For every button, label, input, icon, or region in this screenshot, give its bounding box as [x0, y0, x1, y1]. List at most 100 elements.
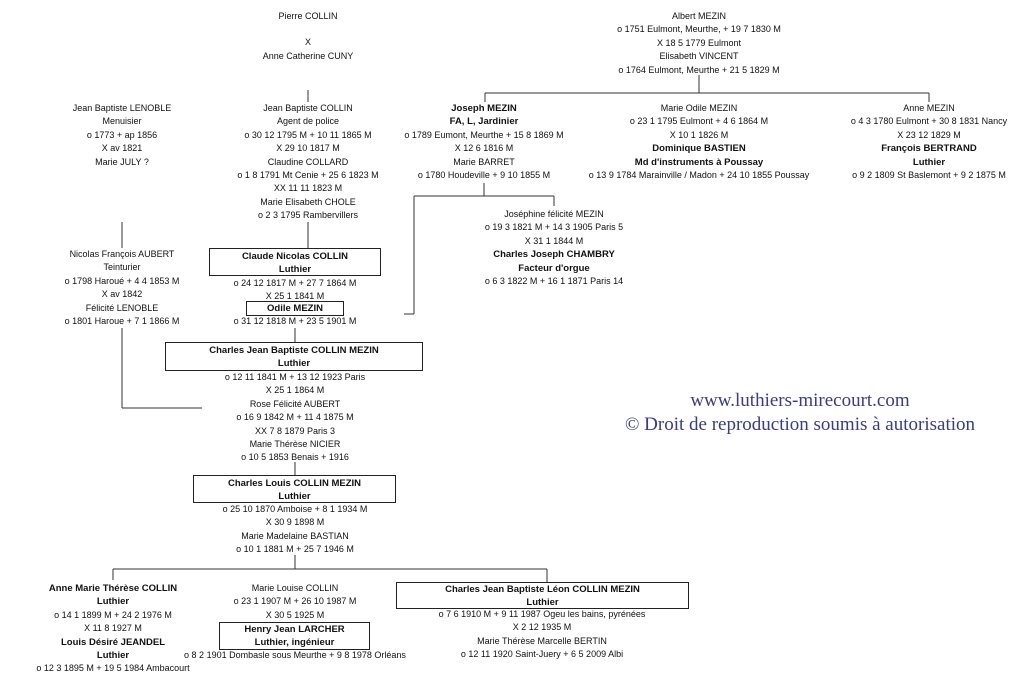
- spouse-name: Marie BARRET: [453, 156, 515, 167]
- person-name: Claude Nicolas COLLIN: [241, 251, 349, 262]
- box-charles-jean-baptiste-leon-collin-mezin: Charles Jean Baptiste Léon COLLIN MEZIN …: [396, 582, 689, 609]
- person-name: Marie Louise COLLIN: [251, 583, 339, 593]
- person-marie-louise-collin: Marie Louise COLLIN o 23 1 1907 M + 26 1…: [195, 582, 395, 622]
- person-joseph-mezin: Joseph MEZIN FA, L, Jardinier o 1789 Eum…: [389, 102, 579, 182]
- person-name: Albert MEZIN: [671, 11, 726, 21]
- person-dates: o 4 3 1780 Eulmont + 30 8 1831 Nancy: [850, 116, 1008, 127]
- marriage: X 2 12 1935 M: [512, 622, 572, 633]
- person-dates: o 1798 Haroué + 4 4 1853 M: [64, 275, 180, 286]
- marriage: X 23 12 1829 M: [897, 129, 961, 140]
- marriage: X 10 1 1826 M: [669, 129, 729, 140]
- spouse-2-dates: o 10 5 1853 Benais + 1916: [241, 452, 349, 463]
- person-anne-marie-therese-collin: Anne Marie Thérèse COLLIN Luthier o 14 1…: [18, 582, 208, 676]
- person-name: Charles Jean Baptiste COLLIN MEZIN: [209, 345, 379, 356]
- person-pierre-collin: Pierre COLLIN X Anne Catherine CUNY: [208, 10, 408, 63]
- spouse-1-name: Rose Félicité AUBERT: [249, 398, 341, 409]
- person-dates: o 19 3 1821 M + 14 3 1905 Paris 5: [484, 222, 624, 233]
- marriage: X 30 5 1925 M: [265, 609, 325, 620]
- spouse-dates: o 1780 Houdeville + 9 10 1855 M: [417, 170, 551, 181]
- henry-jean-larcher-dates: o 8 2 1901 Dombasle sous Meurthe + 9 8 1…: [165, 649, 425, 662]
- spouse-name: Marie JULY ?: [95, 156, 149, 167]
- spouse-name: Charles Joseph CHAMBRY: [493, 249, 615, 261]
- person-jean-baptiste-lenoble: Jean Baptiste LENOBLE Menuisier o 1773 +…: [42, 102, 202, 169]
- marriage-2: XX 7 8 1879 Paris 3: [254, 425, 336, 436]
- person-job: Menuisier: [102, 116, 142, 127]
- person-job: Luthier: [96, 596, 130, 608]
- person-dates: o 24 12 1817 M + 27 7 1864 M: [233, 278, 357, 288]
- person-claude-nicolas-collin-details: o 24 12 1817 M + 27 7 1864 M X 25 1 1841…: [200, 277, 390, 304]
- person-name: Marie Odile MEZIN: [660, 103, 738, 113]
- person-dates: o 25 10 1870 Amboise + 8 1 1934 M: [222, 504, 368, 514]
- person-dates: o 7 6 1910 M + 9 11 1987 Ogeu les bains,…: [438, 609, 646, 619]
- spouse-name: Henry Jean LARCHER: [244, 624, 345, 635]
- person-name: Jean Baptiste COLLIN: [263, 103, 353, 113]
- person-charles-louis-details: o 25 10 1870 Amboise + 8 1 1934 M X 30 9…: [195, 503, 395, 557]
- spouse-dates: o 6 3 1822 M + 16 1 1871 Paris 14: [484, 276, 624, 287]
- box-henry-jean-larcher: Henry Jean LARCHER Luthier, ingénieur: [219, 622, 370, 650]
- odile-mezin-dates: o 31 12 1818 M + 23 5 1901 M: [200, 315, 390, 328]
- marriage-symbol: X: [304, 37, 311, 48]
- spouse-name: Marie Madelaine BASTIAN: [241, 530, 349, 541]
- person-charles-leon-details: o 7 6 1910 M + 9 11 1987 Ogeu les bains,…: [422, 608, 662, 662]
- spouse-dates: o 1764 Eulmont, Meurthe + 21 5 1829 M: [618, 64, 780, 75]
- person-dates: o 23 1 1907 M + 26 10 1987 M: [233, 596, 357, 607]
- marriage: X 30 9 1898 M: [265, 517, 325, 528]
- spouse-name: Dominique BASTIEN: [652, 143, 746, 155]
- spouse-name: Louis Désiré JEANDEL: [61, 636, 165, 648]
- watermark-url: www.luthiers-mirecourt.com: [690, 390, 910, 411]
- spouse-name: François BERTRAND: [881, 143, 977, 155]
- person-name: Charles Jean Baptiste Léon COLLIN MEZIN: [445, 584, 640, 595]
- box-charles-jean-baptiste-collin-mezin: Charles Jean Baptiste COLLIN MEZIN Luthi…: [165, 342, 423, 371]
- watermark: www.luthiers-mirecourt.com © Droit de re…: [600, 389, 1000, 437]
- person-job: Teinturier: [103, 262, 141, 273]
- spouse-dates: o 10 1 1881 M + 25 7 1946 M: [236, 544, 354, 555]
- spouse-name: Marie Thérèse Marcelle BERTIN: [477, 635, 607, 646]
- spouse-dates: o 9 2 1809 St Baslemont + 9 2 1875 M: [852, 170, 1006, 181]
- person-name: Charles Louis COLLIN MEZIN: [227, 478, 361, 489]
- spouse-job: Md d'instruments à Poussay: [634, 156, 764, 168]
- person-marie-odile-mezin: Marie Odile MEZIN o 23 1 1795 Eulmont + …: [579, 102, 819, 182]
- person-dates: o 30 12 1795 M + 10 11 1865 M: [244, 129, 372, 140]
- person-name: Joséphine félicité MEZIN: [504, 209, 604, 219]
- spouse-dates: o 1801 Haroue + 7 1 1866 M: [64, 316, 180, 327]
- spouse-name: Félicité LENOBLE: [85, 302, 159, 313]
- spouse-job: Luthier, ingénieur: [254, 637, 335, 649]
- spouse-2-name: Marie Elisabeth CHOLE: [260, 196, 356, 207]
- person-name: Jean Baptiste LENOBLE: [72, 103, 172, 113]
- spouse-dates: o 31 12 1818 M + 23 5 1901 M: [233, 316, 357, 326]
- marriage: X 18 5 1779 Eulmont: [656, 37, 742, 48]
- person-name: Anne MEZIN: [903, 103, 955, 113]
- person-job: Luthier: [277, 358, 311, 370]
- person-job: Luthier: [526, 597, 559, 609]
- spouse-name: Anne Catherine CUNY: [262, 50, 354, 61]
- marriage: X 11 8 1927 M: [84, 623, 142, 634]
- person-anne-mezin: Anne MEZIN o 4 3 1780 Eulmont + 30 8 183…: [829, 102, 1024, 182]
- person-name: Pierre COLLIN: [278, 11, 338, 21]
- marriage: X 31 1 1844 M: [524, 235, 584, 246]
- person-nicolas-francois-aubert: Nicolas François AUBERT Teinturier o 179…: [42, 248, 202, 328]
- spouse-name: Odile MEZIN: [267, 303, 323, 314]
- person-job: FA, L, Jardinier: [449, 116, 519, 128]
- marriage-1: X 29 10 1817 M: [276, 143, 340, 154]
- person-name: Anne Marie Thérèse COLLIN: [48, 583, 178, 594]
- spouse-dates: o 12 11 1920 Saint-Juery + 6 5 2009 Albi: [460, 649, 624, 660]
- person-dates: o 1751 Eulmont, Meurthe, + 19 7 1830 M: [617, 24, 781, 35]
- spouse-job: Facteur d'orgue: [518, 262, 590, 274]
- spouse-job: Luthier: [912, 156, 946, 168]
- spouse-1-name: Claudine COLLARD: [267, 156, 349, 167]
- person-dates: o 14 1 1899 M + 24 2 1976 M: [54, 609, 172, 620]
- spouse-1-dates: o 1 8 1791 Mt Cenie + 25 6 1823 M: [237, 170, 379, 181]
- marriage: X 25 1 1841 M: [265, 291, 325, 302]
- spouse-name: Elisabeth VINCENT: [659, 51, 739, 62]
- person-dates: o 12 11 1841 M + 13 12 1923 Paris: [224, 372, 366, 382]
- watermark-copyright: © Droit de reproduction soumis à autoris…: [624, 414, 976, 435]
- box-odile-mezin: Odile MEZIN: [246, 301, 344, 316]
- person-charles-jean-baptiste-details: o 12 11 1841 M + 13 12 1923 Paris X 25 1…: [195, 371, 395, 465]
- person-job: Luthier: [278, 264, 312, 276]
- spouse-job: Luthier: [96, 650, 130, 662]
- box-charles-louis-collin-mezin: Charles Louis COLLIN MEZIN Luthier: [193, 475, 396, 503]
- marriage: X av 1842: [101, 289, 143, 300]
- marriage: X 12 6 1816 M: [454, 143, 514, 154]
- person-dates: o 1789 Eumont, Meurthe + 15 8 1869 M: [404, 129, 564, 140]
